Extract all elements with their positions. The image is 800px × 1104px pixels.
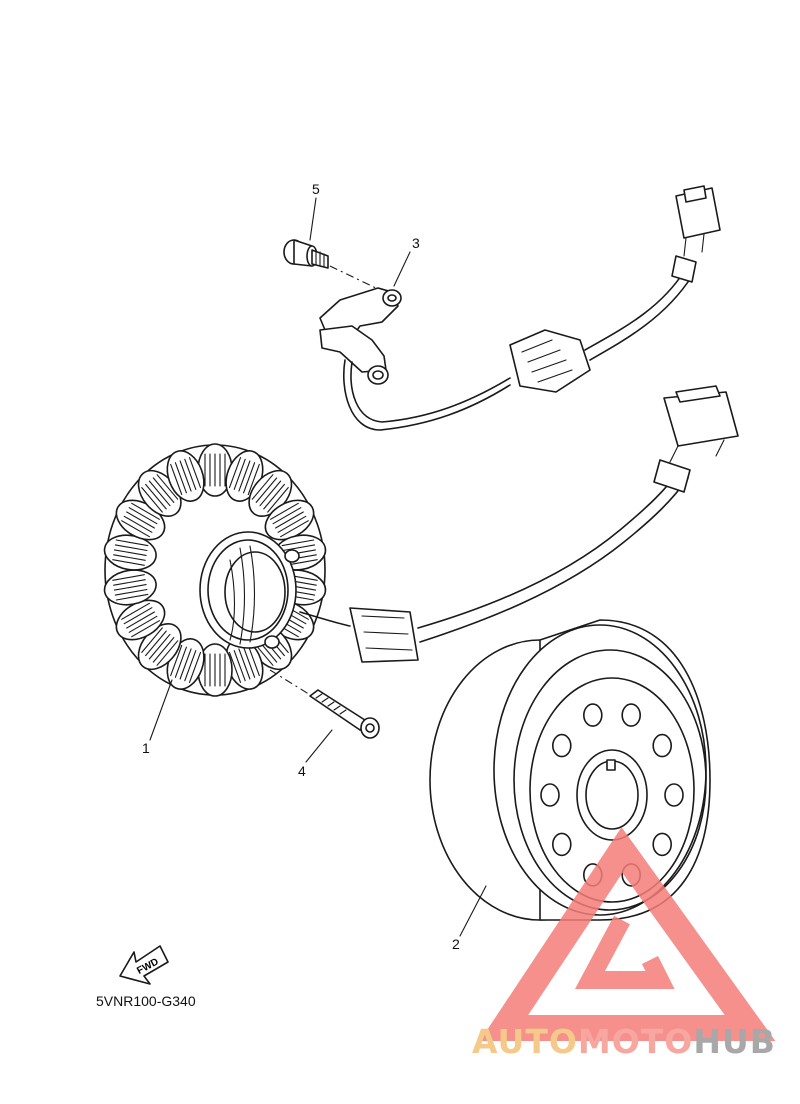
callout-4: 4	[298, 763, 306, 779]
stator-pole	[115, 599, 166, 641]
rotor-hole	[652, 733, 673, 758]
stator-pole	[264, 499, 315, 541]
callout-5: 5	[312, 181, 320, 197]
pickup-coil-part-3	[319, 185, 721, 431]
rotor-hole	[652, 832, 673, 857]
rotor-hole	[582, 703, 603, 727]
watermark-text: AUTOMOTOHUB	[472, 1022, 776, 1061]
bolt-part-4	[269, 669, 380, 739]
stator-pole	[103, 569, 157, 606]
rotor-hole	[540, 783, 560, 807]
stator-pole	[197, 443, 233, 497]
drawing-code: 5VNR100-G340	[96, 993, 196, 1009]
rotor-hole	[551, 733, 572, 758]
stator-pole	[166, 450, 205, 502]
callout-3: 3	[412, 235, 420, 251]
stator-part-1	[103, 385, 739, 697]
rotor-hole	[664, 783, 684, 807]
watermark-word-hub: HUB	[693, 1022, 776, 1061]
stator-pole	[225, 638, 264, 690]
callout-1: 1	[142, 740, 150, 756]
fwd-arrow-icon: FWD	[119, 945, 169, 985]
watermark-word-moto: MOTO	[577, 1022, 694, 1061]
callout-2: 2	[452, 936, 460, 952]
rotor-hole	[551, 832, 572, 857]
callout-leaders	[149, 197, 487, 937]
watermark-word-auto: AUTO	[472, 1022, 578, 1061]
flywheel-part-2	[429, 619, 711, 921]
watermark-logo	[479, 827, 776, 1041]
bolt-part-5	[283, 239, 381, 291]
rotor-hole	[621, 703, 642, 727]
